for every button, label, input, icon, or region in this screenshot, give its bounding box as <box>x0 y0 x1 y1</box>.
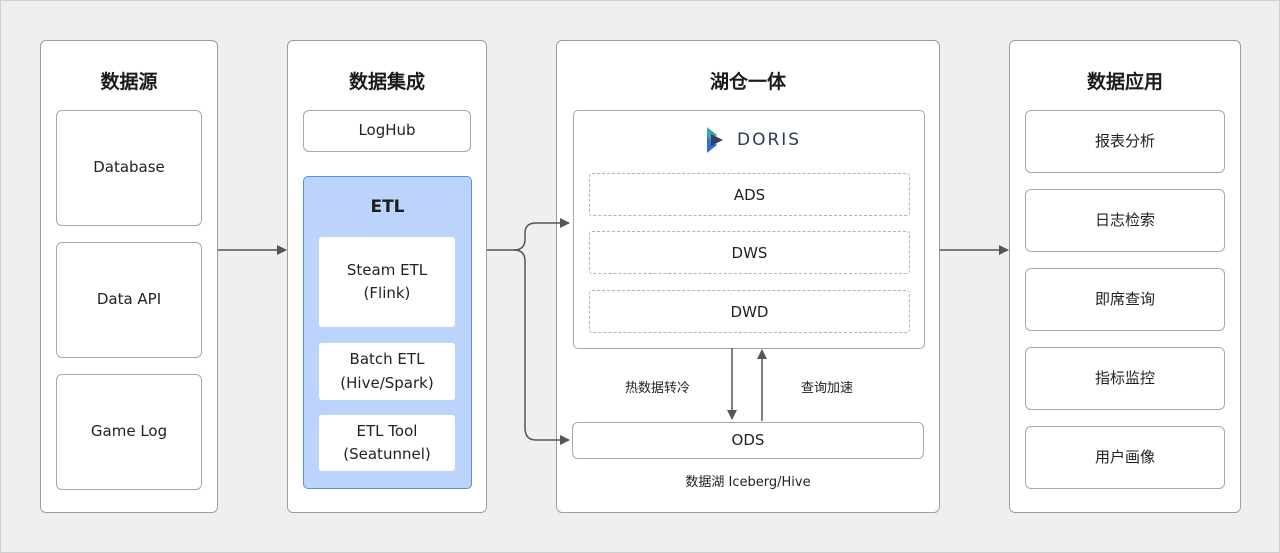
source-data-api: Data API <box>56 242 202 358</box>
hot-to-cold-label: 热数据转冷 <box>625 381 691 396</box>
data-sources-panel: 数据源 Database Data API Game Log <box>40 40 218 513</box>
layer-dwd: DWD <box>589 290 910 333</box>
layer-dws: DWS <box>589 231 910 274</box>
etl-item-batch: Batch ETL (Hive/Spark) <box>319 343 455 400</box>
lake-caption: 数据湖 Iceberg/Hive <box>685 475 811 490</box>
data-applications-title: 数据应用 <box>1086 71 1163 93</box>
layer-ads: ADS <box>589 173 910 216</box>
app-report-analysis: 报表分析 <box>1025 110 1225 173</box>
etl-group: ETL Steam ETL (Flink) Batch ETL (Hive/Sp… <box>303 176 472 489</box>
etl-item-tool: ETL Tool (Seatunnel) <box>319 415 455 471</box>
arrow-integration-to-doris <box>487 218 570 251</box>
app-metric-monitor: 指标监控 <box>1025 347 1225 410</box>
source-game-log: Game Log <box>56 374 202 490</box>
etl-item-stream: Steam ETL (Flink) <box>319 237 455 327</box>
lakehouse-title: 湖仓一体 <box>709 71 786 93</box>
data-integration-title: 数据集成 <box>348 71 425 93</box>
app-user-profile: 用户画像 <box>1025 426 1225 489</box>
doris-logo: DORIS <box>703 125 801 155</box>
doris-wordmark: DORIS <box>737 130 802 150</box>
query-accel-label: 查询加速 <box>801 381 854 396</box>
data-integration-panel: 数据集成 LogHub ETL Steam ETL (Flink) Batch … <box>287 40 487 513</box>
data-sources-title: 数据源 <box>100 71 158 93</box>
doris-logo-icon <box>707 127 723 153</box>
app-log-search: 日志检索 <box>1025 189 1225 252</box>
app-adhoc-query: 即席查询 <box>1025 268 1225 331</box>
etl-title: ETL <box>370 197 405 217</box>
data-applications-panel: 数据应用 报表分析 日志检索 即席查询 指标监控 用户画像 <box>1009 40 1241 513</box>
doris-box: DORIS ADS DWS DWD <box>573 110 925 349</box>
lakehouse-panel: 湖仓一体 DORIS ADS DWS DWD ODS 热数据转冷 查询加速 数据… <box>556 40 940 513</box>
source-database: Database <box>56 110 202 226</box>
loghub-box: LogHub <box>303 110 471 152</box>
ods-box: ODS <box>572 422 924 459</box>
arrow-integration-to-ods <box>513 249 570 445</box>
